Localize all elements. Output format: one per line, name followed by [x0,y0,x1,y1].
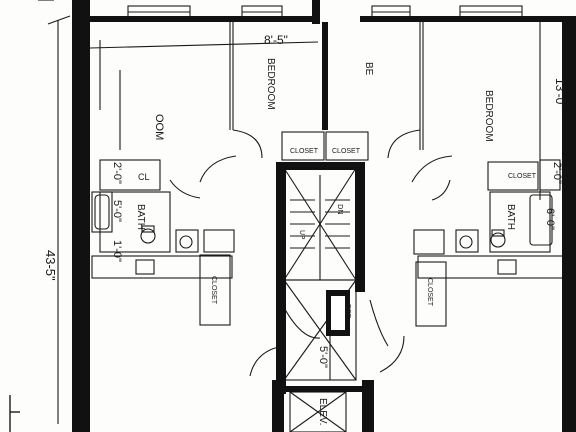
door-swing [169,179,201,199]
exterior-wall-left [72,0,90,432]
right-bath-dim: 6'-0" [544,208,556,230]
left-bath-label: BATH [135,204,146,230]
ref-label: REF [344,304,351,318]
right-bath-label: BATH [505,204,516,230]
elevator-label: ELEV. [317,398,328,425]
demising-wall [322,22,328,130]
left-bath-dim-b: 1'-0" [111,240,123,262]
toilet-tank [141,225,155,233]
toilet [490,232,506,248]
dimension-line-top [89,41,319,49]
door-swing [199,155,237,183]
left-bath [99,191,171,253]
stair-wall-left [276,162,286,394]
sink-box [175,229,199,253]
left-bedroom-label: BEDROOM [265,58,276,110]
sink-box [455,229,479,253]
exterior-wall-top-right [360,16,576,22]
closet-box [539,159,561,191]
closet-center-right [325,131,369,161]
stair-dn-label: DN [336,204,344,215]
top-width-dim: 8'-5" [264,33,288,47]
toilet-tank [491,229,505,237]
sink [459,235,473,249]
elevator-x [289,391,347,432]
closet-right-lower-label: CLOSET [426,278,433,307]
tub [529,194,553,246]
closet-left-lower-label: CLOSET [210,276,217,305]
counter [417,255,569,279]
elevator-wall-right [362,380,374,432]
door-swing [379,335,405,373]
tub-inner [94,194,110,230]
washer [413,229,445,255]
right-bedroom-label: BEDROOM [483,90,494,142]
left-bath-dim-a: 5'-0" [111,200,123,222]
door-swing [387,129,421,159]
cl-box [99,159,161,191]
washer [203,229,235,253]
toilet [140,228,156,244]
elevator-wall-left [272,380,284,432]
center-room-label: BE [363,62,374,76]
left-closet-dim: 2'-0" [111,162,123,184]
cl-label: CL [138,172,150,182]
kitchen-sink [497,259,517,275]
closet-right-upper-label: CLOSET [508,173,537,180]
overall-height-dim: 43-5" [43,250,58,281]
heavy-walls [72,0,576,432]
stair-wall-right [355,162,365,292]
closet-right-lower [415,261,447,327]
elevator-wall-top [272,386,374,392]
wall-stub [312,0,320,24]
kitchen-sink [135,259,155,275]
dimension-tick [47,15,71,25]
right-closet-dim: 2'-0" [551,162,563,184]
refuse-chute-inner [331,296,345,330]
closet-center-left-label: CLOSET [290,148,319,155]
exterior-wall-top-left [72,16,316,22]
stair-wall-top [276,162,365,170]
counter [91,255,233,279]
closet-center-right-label: CLOSET [332,148,361,155]
closet-left-lower [199,254,231,326]
door-swing [411,155,453,183]
stair-up-label: UP [298,230,306,239]
door-swing [431,179,451,201]
right-bath [489,191,551,253]
closet-center-left [281,131,325,161]
left-room-label: OOM [153,114,165,140]
door-swing [232,129,263,159]
sink [179,235,193,249]
closet-right-upper [487,161,539,191]
exterior-wall-right [562,20,576,432]
door-swing [369,299,389,347]
plan-linework [9,0,569,432]
right-bedroom-depth-dim: 13'-0" [553,78,567,109]
corridor-dim: 5'-0" [317,346,329,368]
